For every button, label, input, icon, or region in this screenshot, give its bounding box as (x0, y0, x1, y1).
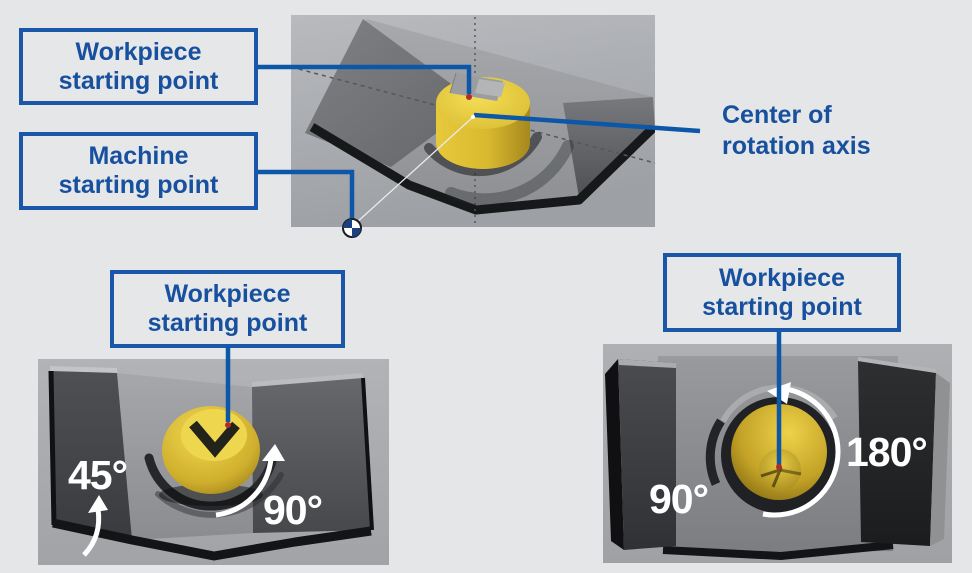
figure-isometric-fixture-image (291, 15, 655, 227)
callout-line: Machine (88, 142, 189, 170)
workpiece-cylinder (436, 72, 530, 169)
callout-line: starting point (702, 292, 862, 321)
callout-line: Workpiece (719, 263, 845, 292)
angle-label-180: 180° (846, 429, 928, 475)
callout-line: starting point (147, 309, 308, 337)
callout-workpiece-starting-point-bottom-right: Workpiece starting point (663, 253, 901, 332)
angle-label-90-right-figure: 90° (649, 476, 709, 522)
label-line: Center of (722, 101, 832, 129)
figure-tilt-45-90-image (38, 359, 389, 565)
tilt-arrow-icon (82, 495, 108, 557)
callout-line: starting point (58, 66, 219, 95)
callout-line: Workpiece (75, 37, 202, 66)
label-center-of-rotation-axis: Center of rotation axis (722, 100, 871, 162)
figure-rotate-90-180: 90° 180° (603, 344, 952, 563)
callout-line: Workpiece (164, 280, 291, 308)
angle-label-90-left-figure: 90° (263, 487, 323, 533)
rotation-arrow-icon (215, 444, 285, 518)
figure-isometric-fixture (291, 15, 655, 227)
callout-workpiece-starting-point-top: Workpiece starting point (19, 28, 258, 105)
figure-tilt-45-90: 45° 90° (38, 359, 389, 565)
angle-label-45: 45° (68, 452, 128, 498)
workpiece-cylinder-face (731, 404, 827, 500)
callout-workpiece-starting-point-bottom-left: Workpiece starting point (110, 270, 345, 348)
callout-machine-starting-point: Machine starting point (19, 132, 258, 210)
callout-line: starting point (58, 171, 219, 199)
label-line: rotation axis (722, 132, 871, 160)
workpiece-cylinder (159, 406, 263, 506)
